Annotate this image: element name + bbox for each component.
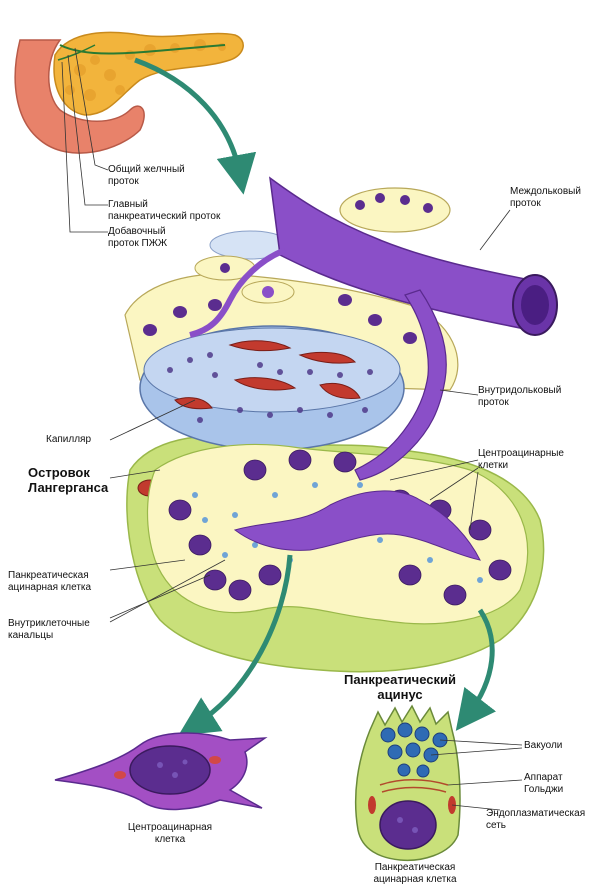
label-acinar-cell: Панкреатическая ацинарная клетка bbox=[8, 570, 92, 593]
arrow-to-centroacinar bbox=[178, 554, 293, 736]
intralobular-duct bbox=[354, 289, 447, 481]
islet-of-langerhans bbox=[139, 325, 405, 451]
organ-leader-lines bbox=[61, 47, 109, 233]
label-main-pancreatic-duct: Главный панкреатический проток bbox=[108, 199, 221, 222]
top-acinus bbox=[194, 187, 451, 304]
pancreas-organ bbox=[14, 31, 244, 154]
label-centroacinar-cell-detail: Центроацинарная клетка bbox=[127, 822, 213, 845]
acinar-cell-detail bbox=[354, 704, 461, 862]
acinus-leader-lines bbox=[430, 739, 523, 811]
label-acinar-cell-detail: Панкреатическая ацинарная клетка bbox=[373, 862, 457, 885]
label-capillary: Капилляр bbox=[46, 434, 92, 445]
label-pancreatic-acinus: Панкреатический ацинус bbox=[343, 672, 457, 702]
label-islet-of-langerhans: Островок Лангерганса bbox=[28, 465, 109, 495]
arrow-organ-to-tissue bbox=[134, 57, 257, 195]
label-interlobular-duct: Междольковый проток bbox=[510, 186, 581, 209]
interlobular-duct bbox=[269, 176, 558, 336]
duodenum bbox=[14, 39, 145, 154]
arrow-to-acinus bbox=[455, 608, 497, 731]
label-golgi: Аппарат Гольджи bbox=[524, 772, 564, 795]
tissue-leader-lines bbox=[109, 209, 511, 623]
label-vacuoles: Вакуоли bbox=[524, 740, 563, 751]
label-accessory-duct: Добавочный проток ПЖЖ bbox=[108, 226, 168, 249]
centroacinar-cell-detail bbox=[54, 732, 268, 811]
label-intracellular-canals: Внутриклеточные канальцы bbox=[8, 618, 90, 641]
lower-acini bbox=[146, 443, 529, 625]
label-centroacinar-cells: Центроацинарные клетки bbox=[478, 448, 564, 471]
label-common-bile-duct: Общий желчный проток bbox=[108, 164, 185, 187]
label-er: Эндоплазматическая сеть bbox=[486, 808, 586, 831]
label-intralobular-duct: Внутридольковый проток bbox=[478, 385, 562, 408]
